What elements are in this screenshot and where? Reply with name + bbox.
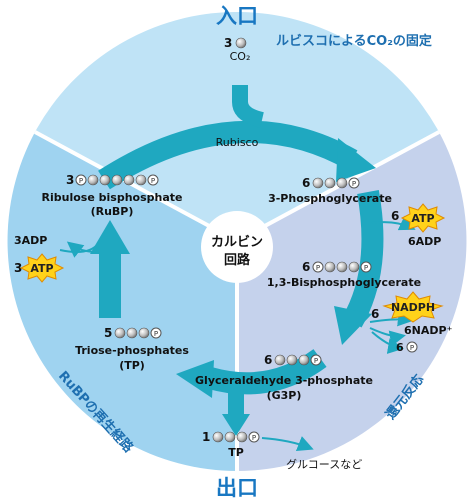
carbon-ball [126, 327, 138, 339]
phosphate-symbol: P [314, 357, 318, 365]
carbon-ball [87, 174, 99, 186]
bpg-chain: P P [312, 261, 372, 273]
carbon-ball [99, 174, 111, 186]
bottom-arc-arrow [207, 348, 327, 395]
carbon-ball [111, 174, 123, 186]
nadph-star [382, 291, 444, 323]
tp-out-name: TP [228, 446, 244, 459]
carbon-ball [224, 431, 236, 443]
carbon-ball [212, 431, 224, 443]
rubp-count: 3 [66, 173, 74, 187]
rubp-abbrev: (RuBP) [91, 205, 134, 218]
g3p-abbrev: (G3P) [267, 389, 302, 402]
bpg-name: 1,3-Bisphosphoglycerate [267, 276, 421, 289]
rubisco-arc-arrow [98, 120, 358, 190]
g3p-name: Glyceraldehyde 3-phosphate [195, 374, 373, 387]
pga-chain: P [312, 177, 360, 189]
carbon-ball [298, 354, 310, 366]
pga-count: 6 [302, 176, 310, 190]
nadph-label: NADPH [391, 301, 435, 314]
phosphate-symbol: P [364, 264, 368, 272]
atp-right-label: ATP [411, 212, 434, 225]
bpg-count: 6 [302, 260, 310, 274]
carbon-ball [123, 174, 135, 186]
tp-name: Triose-phosphates [75, 344, 189, 357]
regeneration-sector [7, 132, 238, 471]
atp-left-label: ATP [30, 262, 53, 275]
phosphate-symbol: P [154, 330, 158, 338]
cofactor-arrows [59, 215, 416, 451]
phosphate-symbol: P [352, 180, 356, 188]
carbon-ball [324, 261, 336, 273]
co2-input-arrow [232, 85, 265, 128]
phosphate-symbol: P [79, 177, 83, 185]
co2-count: 3 [224, 36, 232, 50]
center-label-1: カルビン [211, 234, 263, 250]
tp-abbrev: (TP) [119, 359, 145, 372]
pga-name: 3-Phosphoglycerate [268, 192, 392, 205]
carbon-ball [236, 431, 248, 443]
adp-left-label: 3ADP [14, 234, 47, 247]
carbon-ball [114, 327, 126, 339]
carbon-ball [324, 177, 336, 189]
tp-chain: P [114, 327, 162, 339]
carbon-ball [348, 261, 360, 273]
carbon-ball [138, 327, 150, 339]
atp-left-num: 3 [14, 261, 22, 275]
rubisco-label: Rubisco [216, 136, 259, 149]
tp-out-chain: P [212, 431, 260, 443]
output-heading: 出口 [216, 476, 258, 500]
carbon-ball [135, 174, 147, 186]
phosphate-icon [348, 177, 360, 189]
reduction-arc-arrow [342, 190, 384, 328]
carbon-ball [336, 261, 348, 273]
center-circle [201, 211, 273, 283]
phosphate-icon [75, 174, 87, 186]
phosphate-icon [147, 174, 159, 186]
g3p-count: 6 [264, 353, 272, 367]
g3p-chain: P [274, 354, 322, 366]
rubp-name: Ribulose bisphosphate [42, 191, 183, 204]
phosphate-icon [360, 261, 372, 273]
tp-count: 5 [104, 326, 112, 340]
nadph-num: 6 [371, 307, 379, 321]
phosphate-symbol: P [316, 264, 320, 272]
carbon-ball [235, 37, 247, 49]
phosphate-symbol: P [252, 434, 256, 442]
cycle-arrows [90, 85, 384, 436]
atp-star [400, 203, 446, 233]
nadp-label: 6NADP⁺ [404, 324, 453, 337]
carbon-ball [336, 177, 348, 189]
phosphate-symbol: P [410, 344, 414, 352]
phosphate-icon [150, 327, 162, 339]
carbon-ball [312, 177, 324, 189]
center-label-2: 回路 [224, 252, 251, 268]
pi-num: 6 [396, 341, 404, 354]
input-heading: 入口 [216, 4, 258, 28]
atp-right-num: 6 [391, 209, 399, 223]
phosphate-icon [312, 261, 324, 273]
tp-out-count: 1 [202, 430, 210, 444]
co2-name: CO₂ [230, 50, 251, 63]
rubp-chain: P P [75, 174, 159, 186]
phosphate-icon [248, 431, 260, 443]
fixation-label: ルビスコによるCO₂の固定 [276, 33, 432, 49]
carbon-ball [286, 354, 298, 366]
phosphate-icon [406, 341, 418, 353]
carbon-ball [274, 354, 286, 366]
glucose-label: グルコースなど [286, 457, 362, 471]
phosphate-icon [310, 354, 322, 366]
phosphate-symbol: P [151, 177, 155, 185]
adp-right-label: 6ADP [408, 235, 441, 248]
atp-star [19, 253, 65, 283]
